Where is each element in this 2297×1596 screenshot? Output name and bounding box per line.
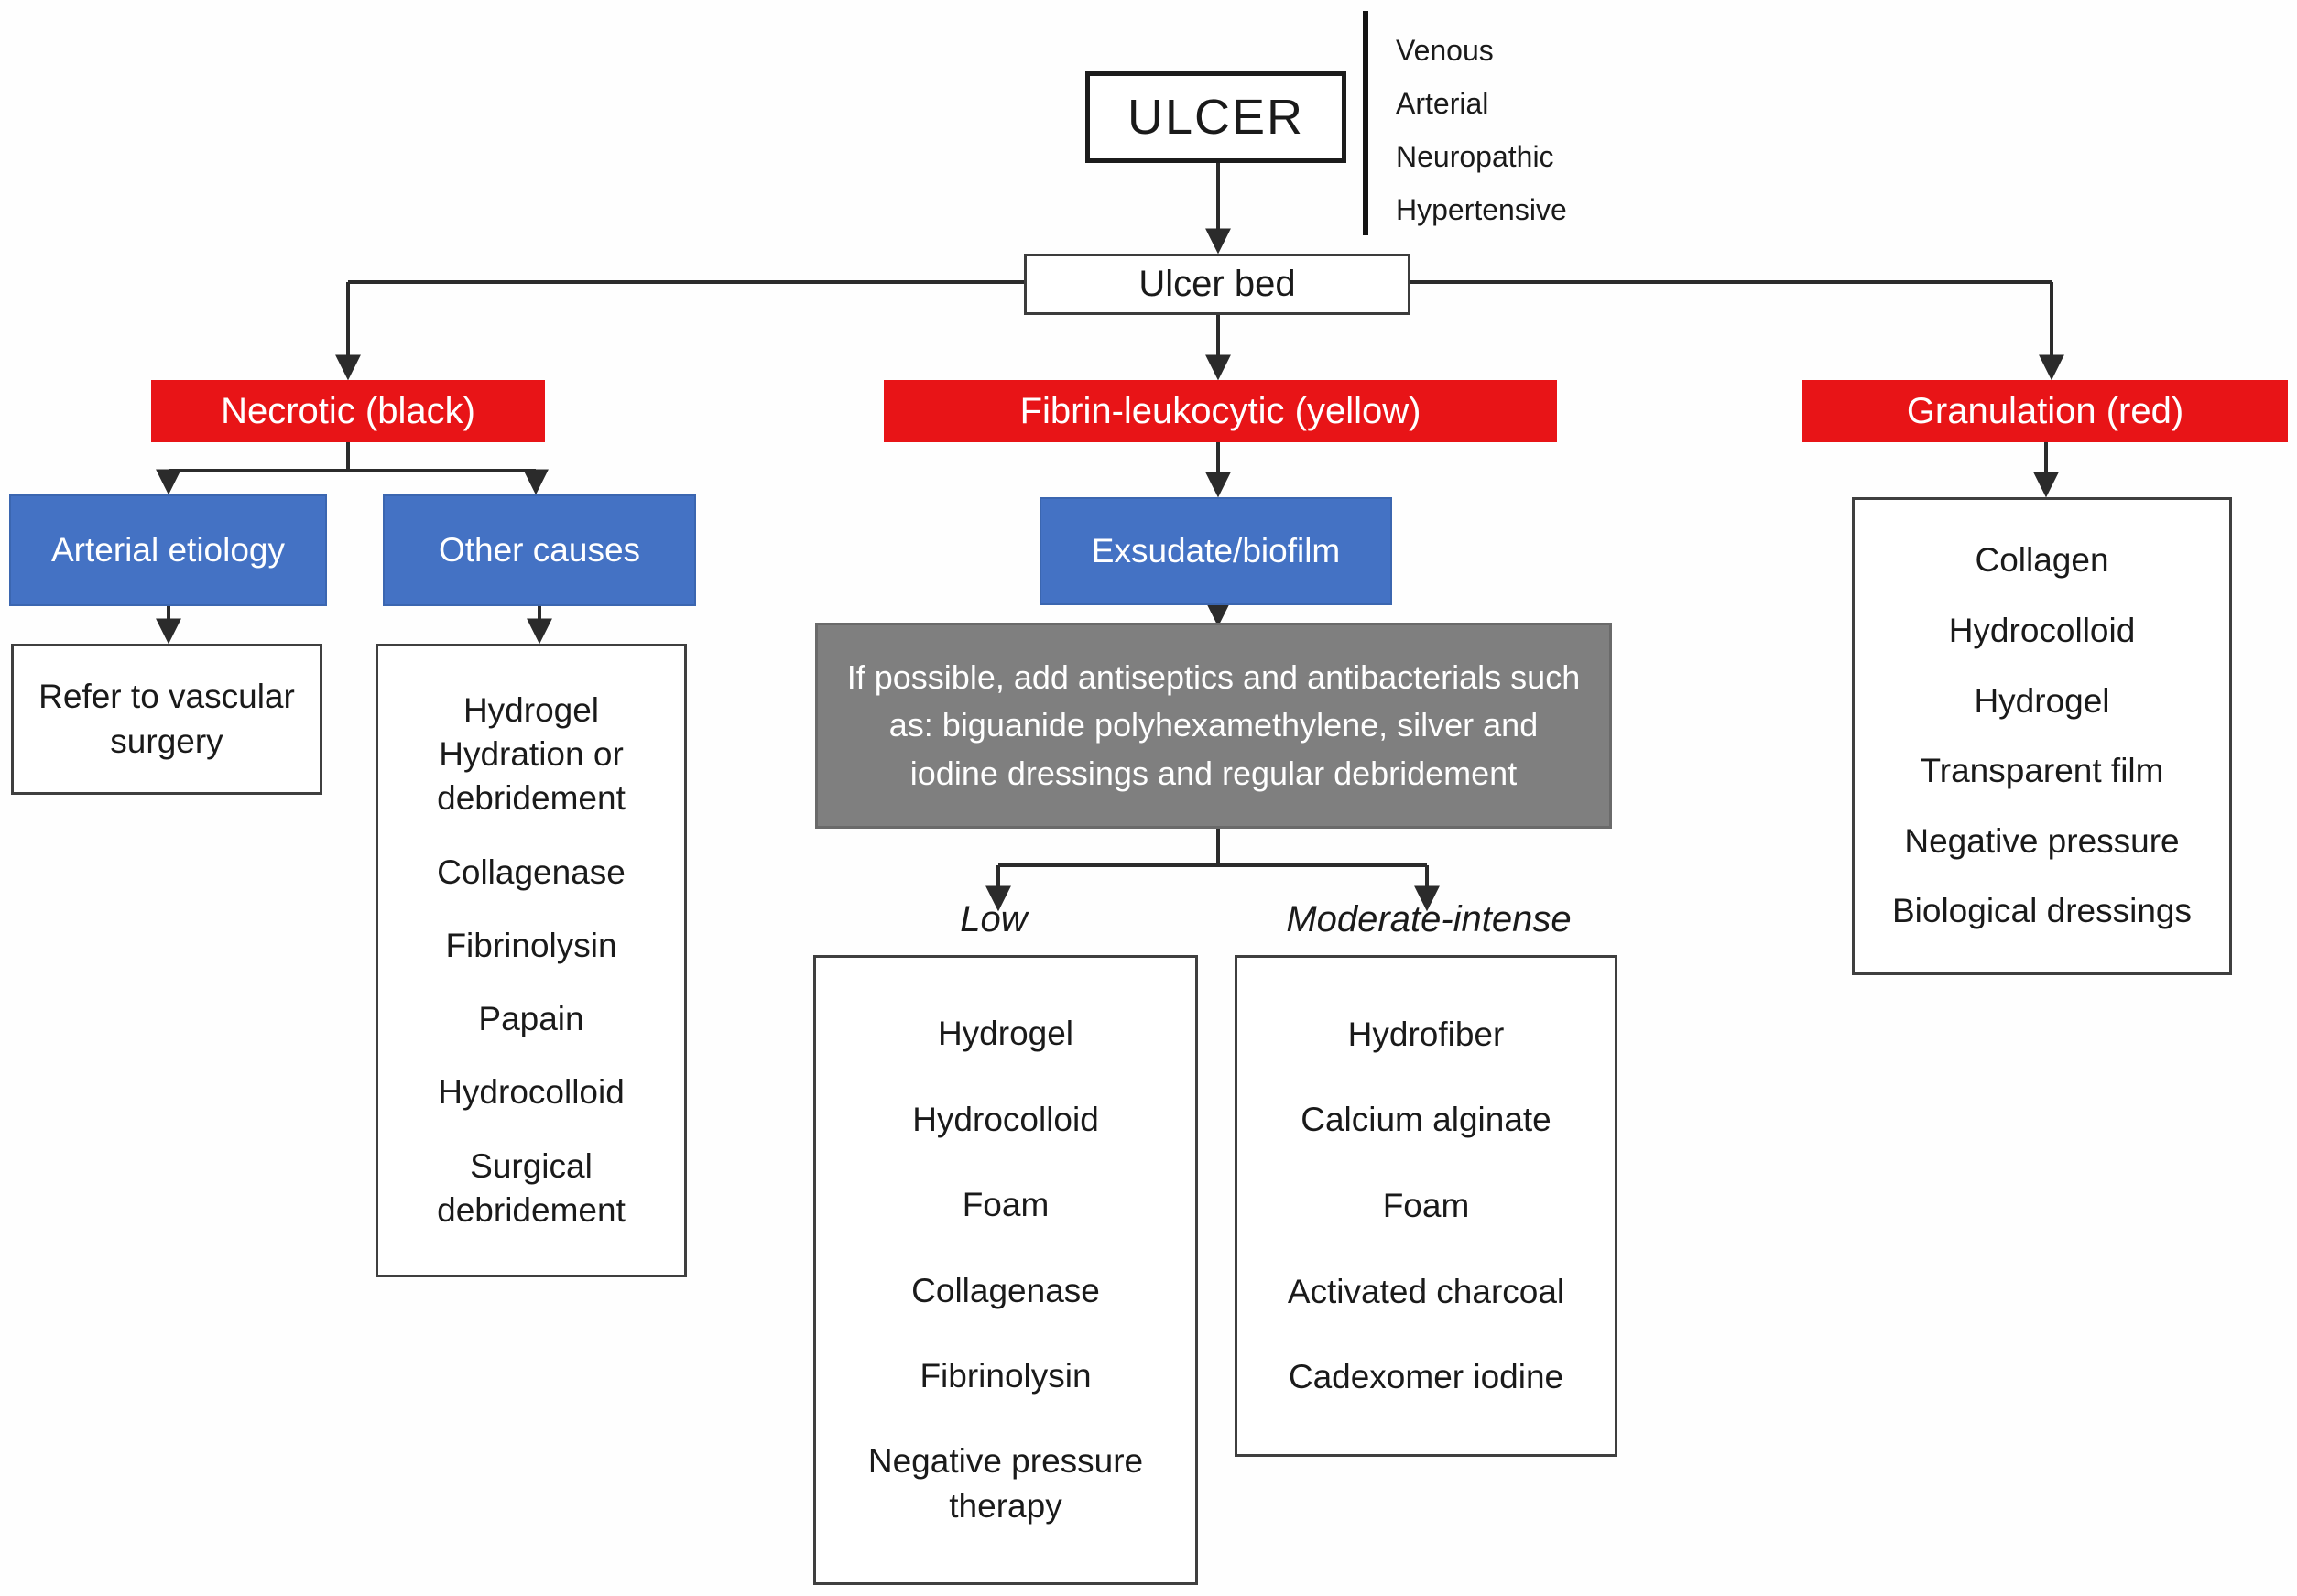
ulcer-type-venous: Venous — [1396, 33, 1494, 67]
list-item: Foam — [1382, 1186, 1470, 1224]
list-item: Biological dressings — [1891, 892, 2192, 930]
list-item: Collagen — [1975, 541, 2109, 580]
category-fibrin-label: Fibrin-leukocytic (yellow) — [1019, 390, 1421, 431]
list-item: Calcium alginate — [1301, 1101, 1551, 1139]
exsudate-level-low-label: Low — [960, 899, 1028, 939]
list-item: Hydrogel Hydration or debridement — [437, 691, 626, 818]
ulcer-type-arterial: Arterial — [1396, 86, 1489, 120]
category-fibrin-leukocytic: Fibrin-leukocytic (yellow) — [884, 380, 1557, 442]
ulcer-bed-node: Ulcer bed — [1024, 254, 1410, 315]
list-item: Fibrinolysin — [920, 1357, 1092, 1395]
list-item: Hydrocolloid — [438, 1073, 625, 1112]
list-item: Collagenase — [911, 1271, 1100, 1309]
list-item: Surgical debridement — [437, 1146, 626, 1229]
list-item: Negative pressure — [1904, 821, 2180, 860]
list-item: Activated charcoal — [1287, 1272, 1565, 1310]
node-exsudate-biofilm-label: Exsudate/biofilm — [1091, 532, 1341, 570]
category-granulation: Granulation (red) — [1802, 380, 2288, 442]
ulcer-type-hypertensive: Hypertensive — [1396, 192, 1567, 226]
list-item: Papain — [478, 1000, 584, 1038]
category-necrotic: Necrotic (black) — [151, 380, 545, 442]
list-item: Transparent film — [1920, 752, 2164, 790]
granulation-treatment-list: Collagen Hydrocolloid Hydrogel Transpare… — [1852, 497, 2232, 975]
list-item: Collagenase — [437, 852, 626, 891]
node-other-causes: Other causes — [383, 494, 696, 606]
low-exsudate-treatment-list: Hydrogel Hydrocolloid Foam Collagenase F… — [813, 955, 1198, 1585]
ulcer-type-list: Venous Arterial Neuropathic Hypertensive — [1396, 24, 1567, 236]
list-item: Fibrinolysin — [445, 926, 617, 964]
moderate-exsudate-treatment-list: Hydrofiber Calcium alginate Foam Activat… — [1235, 955, 1617, 1457]
category-necrotic-label: Necrotic (black) — [221, 390, 475, 431]
list-item: Hydrofiber — [1347, 1015, 1505, 1053]
node-exsudate-biofilm: Exsudate/biofilm — [1040, 497, 1392, 605]
list-item: Hydrocolloid — [912, 1100, 1099, 1138]
list-item: Hydrogel — [1974, 681, 2110, 720]
node-arterial-etiology-label: Arterial etiology — [50, 531, 285, 569]
list-item: Cadexomer iodine — [1288, 1358, 1564, 1396]
refer-vascular-surgery-box: Refer to vascular surgery — [11, 644, 322, 795]
other-causes-treatment-list: Hydrogel Hydration or debridement Collag… — [376, 644, 687, 1277]
node-other-causes-label: Other causes — [438, 531, 641, 569]
list-item: Hydrogel — [937, 1015, 1074, 1053]
antiseptics-note-text: If possible, add antiseptics and antibac… — [846, 658, 1581, 792]
list-item: Foam — [962, 1186, 1050, 1224]
list-item: Hydrocolloid — [1948, 612, 2136, 650]
category-granulation-label: Granulation (red) — [1906, 390, 2184, 431]
ulcer-root-label: ULCER — [1127, 90, 1305, 145]
ulcer-type-neuropathic: Neuropathic — [1396, 139, 1554, 173]
type-list-divider — [1363, 11, 1368, 235]
exsudate-level-moderate-label: Moderate-intense — [1286, 899, 1572, 939]
node-arterial-etiology: Arterial etiology — [9, 494, 327, 606]
ulcer-root-node: ULCER — [1085, 71, 1346, 163]
ulcer-bed-label: Ulcer bed — [1138, 264, 1296, 304]
list-item: Negative pressure therapy — [867, 1442, 1144, 1525]
antiseptics-note-box: If possible, add antiseptics and antibac… — [815, 623, 1612, 829]
refer-vascular-surgery-text: Refer to vascular surgery — [38, 678, 295, 760]
